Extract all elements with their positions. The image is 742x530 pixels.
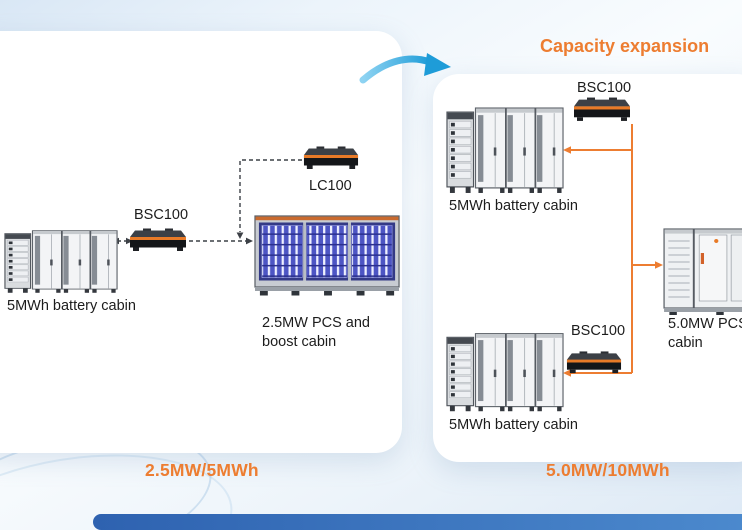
pcs-cabin-label: 5.0MW PCS cabin: [668, 315, 742, 353]
left-capacity-rating: 2.5MW/5MWh: [145, 460, 259, 480]
bsc100-bottom-label: BSC100: [571, 323, 626, 339]
pcs-cabin-label-line1: 5.0MW PCS: [668, 316, 742, 332]
battery-cabin-illustration: [4, 230, 118, 294]
pcs-boost-cabin-label: 2.5MW PCS and boost cabin: [262, 314, 370, 352]
pcs-boost-cabin-illustration: [254, 215, 400, 296]
lc100-device: [303, 146, 359, 169]
battery-cabin-label: 5MWh battery cabin: [7, 298, 136, 314]
bsc100-device: [566, 351, 622, 374]
right-capacity-rating: 5.0MW/10MWh: [546, 460, 670, 480]
capacity-expansion-title: Capacity expansion: [540, 36, 710, 56]
battery-cabin-illustration: [446, 107, 564, 194]
pcs-cabin-illustration: [663, 228, 742, 315]
bsc100-label: BSC100: [134, 207, 189, 223]
bottom-accent-bar: [93, 514, 742, 530]
bsc100-device: [130, 228, 186, 251]
battery-cabin-illustration: [446, 333, 564, 412]
battery-cabin-bottom-label: 5MWh battery cabin: [449, 417, 578, 433]
pcs-boost-cabin-label-line1: 2.5MW PCS and: [262, 315, 370, 331]
lc100-label: LC100: [309, 178, 352, 194]
bsc100-top-label: BSC100: [577, 80, 632, 96]
expansion-arrow-icon: [359, 53, 451, 84]
pcs-cabin-label-line2: cabin: [668, 335, 703, 351]
pcs-boost-cabin-label-line2: boost cabin: [262, 334, 337, 350]
battery-cabin-top-label: 5MWh battery cabin: [449, 198, 578, 214]
bsc100-device: [574, 97, 630, 121]
